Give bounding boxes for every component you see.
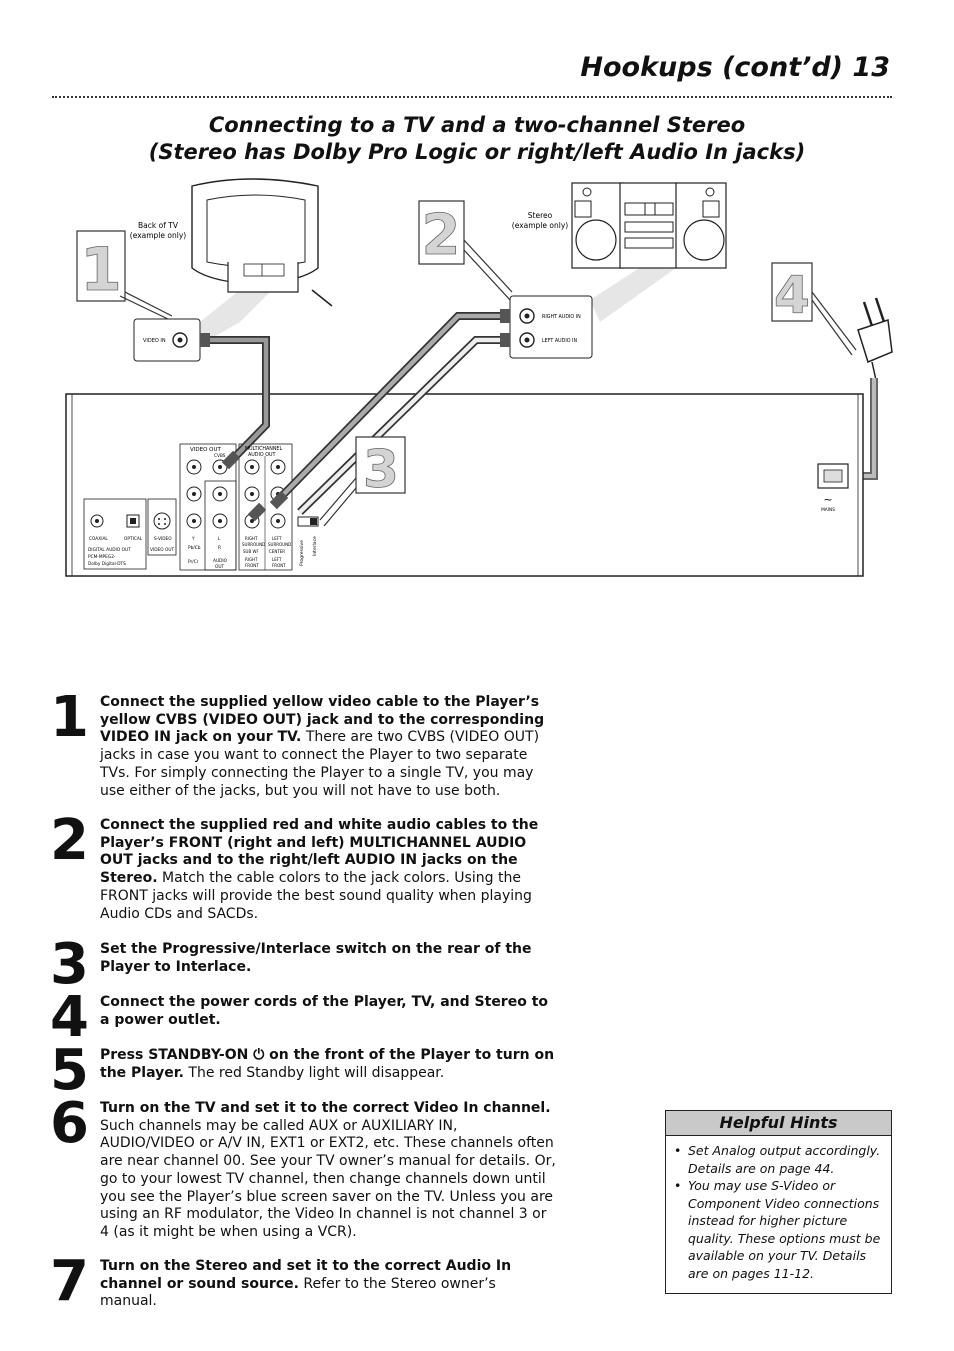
page-header-title: Hookups (cont’d) 13 [580,52,890,83]
panel-mains-symbol: ~ [823,493,832,506]
panel-audio-out-line1: AUDIO [213,558,228,564]
tv-video-in-box [133,318,201,362]
panel-audio-out-line2: OUT [215,564,225,570]
panel-svideo-label: S-VIDEO [154,536,172,542]
step-body: Turn on the Stereo and set it to the cor… [100,1258,556,1311]
step-plain-text: Match the cable colors to the jack color… [100,870,532,922]
helpful-hints-list: Set Analog output accordingly. Details a… [666,1142,891,1282]
panel-left-front-line2: FRONT [272,563,286,568]
helpful-hints-title: Helpful Hints [666,1111,891,1136]
panel-digital-line1: DIGITAL AUDIO OUT [88,547,131,553]
step-body: Connect the supplied red and white audio… [100,817,556,923]
panel-cvbs-label: CVBS [214,453,226,459]
stereo-illustration [571,182,727,269]
callout-4 [771,262,857,356]
stereo-jack-left-label: LEFT AUDIO IN [542,338,577,344]
hookup-diagram: Back of TV (example only) 1 VIDEO IN Ste… [65,178,893,577]
callout-number-4: 4 [774,266,810,326]
callout-2 [418,200,513,301]
panel-pr-label: Pr/Cr [188,559,199,565]
step-number: 6 [50,1091,89,1156]
panel-l-label: L [218,536,221,542]
panel-center-label: CENTER [269,549,285,554]
section-title-line1: Connecting to a TV and a two-channel Ste… [208,113,746,137]
panel-left-surround-line2: SURROUND [268,542,291,547]
section-title-line2: (Stereo has Dolby Pro Logic or right/lef… [148,140,806,164]
player-rear-panel [65,393,864,577]
step-bold-text: Press STANDBY-ON ⏻ on the front of the P… [100,1047,555,1081]
panel-multichannel-line1: MULTICHANNEL [245,446,282,452]
step-body: Connect the supplied yellow video cable … [100,694,556,800]
step-bold-text: Connect the supplied yellow video cable … [100,694,545,746]
stereo-label-line2: (example only) [512,221,568,230]
step-plain-text: The red Standby light will disappear. [183,1064,445,1081]
step-body: Set the Progressive/Interlace switch on … [100,941,556,976]
stereo-audio-in-box [509,295,593,359]
panel-right-front-line2: FRONT [245,563,259,568]
step-number: 1 [50,685,89,750]
stereo-label-line1: Stereo [528,211,553,220]
step-bold-text: Connect the power cords of the Player, T… [100,994,549,1028]
step-plain-text: There are two CVBS (VIDEO OUT) jacks in … [100,729,540,799]
helpful-hint-item: Set Analog output accordingly. Details a… [674,1142,883,1177]
helpful-hint-item: You may use S-Video or Component Video c… [674,1177,883,1282]
callout-3 [319,436,406,527]
panel-multichannel-line2: AUDIO OUT [248,452,275,458]
step-number: 7 [50,1249,89,1314]
callout-1 [76,230,173,321]
panel-y-label: Y [191,536,195,542]
step-number: 2 [50,808,89,873]
step-number: 4 [50,985,89,1050]
section-title: Connecting to a TV and a two-channel Ste… [0,112,954,166]
step-bold-text: Connect the supplied red and white audio… [100,817,539,887]
tv-jack-label: VIDEO IN [143,338,166,344]
header-dotted-rule [52,96,892,98]
callout-number-2: 2 [422,203,461,268]
tv-label-line2: (example only) [130,231,186,240]
step-body: Connect the power cords of the Player, T… [100,994,556,1029]
step-bold-text: Set the Progressive/Interlace switch on … [100,941,532,975]
step-number: 5 [50,1038,89,1103]
panel-digital-line3: Dolby Digital-DTS [88,561,126,567]
step-plain-text: Refer to the Stereo owner’s manual. [100,1275,496,1310]
panel-interlace-label: Interlace [312,536,318,556]
panel-mains-label: MAINS [821,507,835,513]
tv-illustration [191,178,333,307]
panel-right-front-line1: RIGHT [245,557,258,562]
power-plug [857,297,893,381]
step-bold-text: Turn on the TV and set it to the correct… [100,1100,551,1116]
panel-optical-label: OPTICAL [124,536,143,542]
panel-coaxial-label: COAXIAL [89,536,108,542]
panel-sub-wf-label: SUB WF [243,549,259,554]
panel-video-out-label: VIDEO OUT [190,447,222,453]
step-body: Turn on the TV and set it to the correct… [100,1100,556,1242]
callout-number-3: 3 [363,440,399,500]
stereo-jack-right-label: RIGHT AUDIO IN [542,314,581,320]
panel-r-label: R [218,545,221,551]
panel-progressive-label: Progressive [299,540,305,566]
panel-left-front-line1: LEFT [272,557,282,562]
panel-pb-label: Pb/Cb [188,545,201,551]
stereo-zoom-cone [590,258,690,322]
step-body: Press STANDBY-ON ⏻ on the front of the P… [100,1047,556,1082]
panel-left-surround-line1: LEFT [272,536,282,541]
cables [200,309,510,522]
step-number: 3 [50,932,89,997]
panel-right-surround-line2: SURROUND [242,542,265,547]
panel-digital-line2: PCM-MPEG2- [88,554,116,560]
helpful-hints-box: Helpful Hints Set Analog output accordin… [665,1110,892,1294]
panel-video-out-small-label: VIDEO OUT [150,547,175,553]
callout-number-1: 1 [80,235,122,305]
panel-right-surround-line1: RIGHT [245,536,258,541]
step-plain-text: Such channels may be called AUX or AUXIL… [100,1117,556,1240]
step-bold-text: Turn on the Stereo and set it to the cor… [100,1258,512,1292]
tv-label-line1: Back of TV [138,221,179,230]
